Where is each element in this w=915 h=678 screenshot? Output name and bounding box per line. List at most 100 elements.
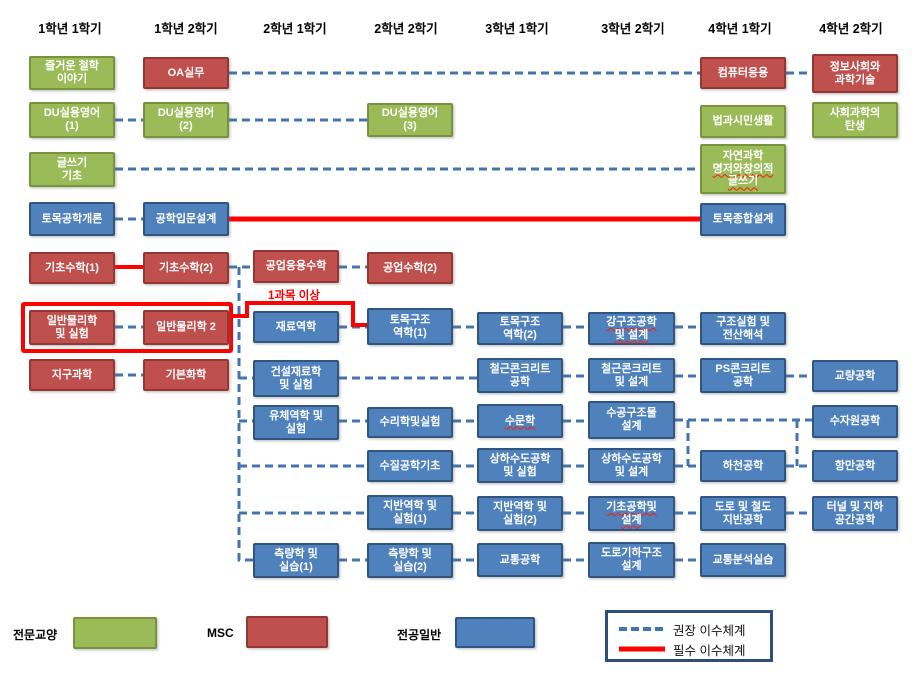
legend-swatch-blue [455, 617, 535, 648]
course-label-line: 기초공학및 [606, 500, 657, 513]
course-label-line: 기초수학(1) [45, 261, 99, 274]
course-label-line: 도로 및 철도 [714, 500, 772, 513]
course-label-line: 토목공학개론 [41, 212, 103, 225]
course-label-line: 이야기 [56, 73, 88, 85]
course-box-basic-math-2: 기초수학(2) [143, 252, 229, 284]
course-box-hydraulics-lab: 수리학및실험 [367, 407, 453, 438]
course-label-line: 하천공학 [722, 459, 764, 472]
course-label-line: 즐거운 철학 [45, 60, 99, 73]
column-header: 3학년 2학기 [601, 22, 665, 36]
course-box-bridge-engineering: 교량공학 [812, 360, 898, 392]
legend-label-blue: 전공일반 [397, 628, 442, 642]
course-label-line: 철근콘크리트 [601, 362, 662, 375]
course-label-line: 기본화학 [165, 368, 207, 381]
solid-red-line-sample [619, 646, 665, 652]
course-label-line: 지구과학 [51, 368, 93, 381]
recommended-path-line [237, 267, 253, 562]
course-label-line: PS콘크리트 [715, 362, 771, 375]
course-label-line: 설계 [621, 513, 642, 526]
course-label-line: 측량학 및 [274, 547, 318, 560]
legend-swatch-green [73, 617, 157, 649]
legend-label-green: 전문교양 [13, 628, 58, 642]
course-label-line: 실습(1) [279, 560, 313, 573]
course-box-law-citizen-life: 법과시민생활 [700, 105, 786, 138]
course-label-line: DU실용영어 [157, 107, 215, 120]
course-label-line: 글쓰기 [727, 175, 759, 188]
course-label-line: 글쓰기 [56, 156, 88, 169]
legend-entry: 필수 이수체계 [618, 641, 746, 658]
required-path-line [233, 301, 367, 327]
course-label-line: 도로기하구조 [601, 547, 662, 560]
course-label-line: 및 설계 [614, 328, 649, 341]
course-label-line: 지반공학 [722, 513, 764, 526]
course-label-line: 및 설계 [614, 465, 649, 478]
course-label-line: 공학 [509, 375, 531, 388]
course-box-river-engineering: 하천공학 [700, 450, 786, 482]
course-label-line: 공업수학(2) [383, 261, 437, 274]
course-label-line: 수질공학기초 [379, 459, 441, 472]
course-label-line: DU실용영어 [381, 107, 439, 120]
course-label-line: 수문학 [504, 414, 536, 427]
course-label-line: 상하수도공학 [601, 452, 662, 465]
course-label-line: 설계 [621, 420, 642, 432]
course-label-line: 철근콘크리트 [489, 362, 551, 375]
course-label-line: 명저와창의적 [712, 162, 774, 175]
column-header: 2학년 1학기 [263, 22, 327, 36]
course-label-line: 구조실험 및 [716, 315, 770, 328]
course-label-line: 유체역학 및 [269, 409, 323, 422]
course-box-du-practical-english-3: DU실용영어(3) [367, 103, 453, 137]
course-label-line: 교통공학 [499, 553, 541, 566]
course-label-line: 역학(2) [503, 328, 537, 341]
course-label-line: (1) [65, 120, 79, 132]
course-label-line: 공업응용수학 [265, 260, 327, 273]
course-label-line: DU실용영어 [43, 107, 101, 120]
course-box-du-practical-english-2: DU실용영어(2) [143, 102, 229, 138]
course-label-line: 공학 [732, 375, 754, 388]
course-label-line: 자연과학 [722, 149, 764, 162]
course-label-line: OA실무 [167, 66, 205, 79]
course-label-line: (3) [403, 120, 417, 132]
dashed-line-sample [619, 627, 665, 631]
course-label-line: 토목종합설계 [712, 213, 774, 226]
course-box-general-physics-2: 일반물리학 2 [143, 310, 229, 345]
course-label-line: 및 실험 [279, 378, 313, 391]
course-label-line: 기초 [61, 169, 83, 182]
course-label-line: 재료역학 [275, 320, 317, 333]
column-header: 2학년 2학기 [374, 22, 438, 36]
course-label-line: 수자원공학 [829, 415, 881, 428]
column-header: 4학년 2학기 [819, 22, 883, 36]
course-box-industrial-math-2: 공업수학(2) [367, 252, 453, 284]
course-label-line: 컴퓨터응용 [717, 66, 769, 79]
course-box-water-resources-eng: 수자원공학 [812, 405, 898, 438]
course-label-line: 과학기술 [834, 73, 876, 86]
course-label-line: 및 설계 [614, 375, 649, 388]
course-label-line: 수공구조물 [606, 407, 657, 420]
course-label-line: 토목구조 [499, 315, 541, 328]
course-label-line: 교통분석실습 [712, 553, 774, 566]
legend-entry-label: 필수 이수체계 [673, 643, 746, 658]
course-label-line: (2) [179, 120, 193, 132]
course-label-line: 정보사회와 [829, 60, 881, 73]
legend-label-red: MSC [207, 626, 234, 640]
course-box-basic-chemistry: 기본화학 [143, 359, 229, 391]
course-box-du-practical-english-1: DU실용영어(1) [29, 102, 115, 138]
